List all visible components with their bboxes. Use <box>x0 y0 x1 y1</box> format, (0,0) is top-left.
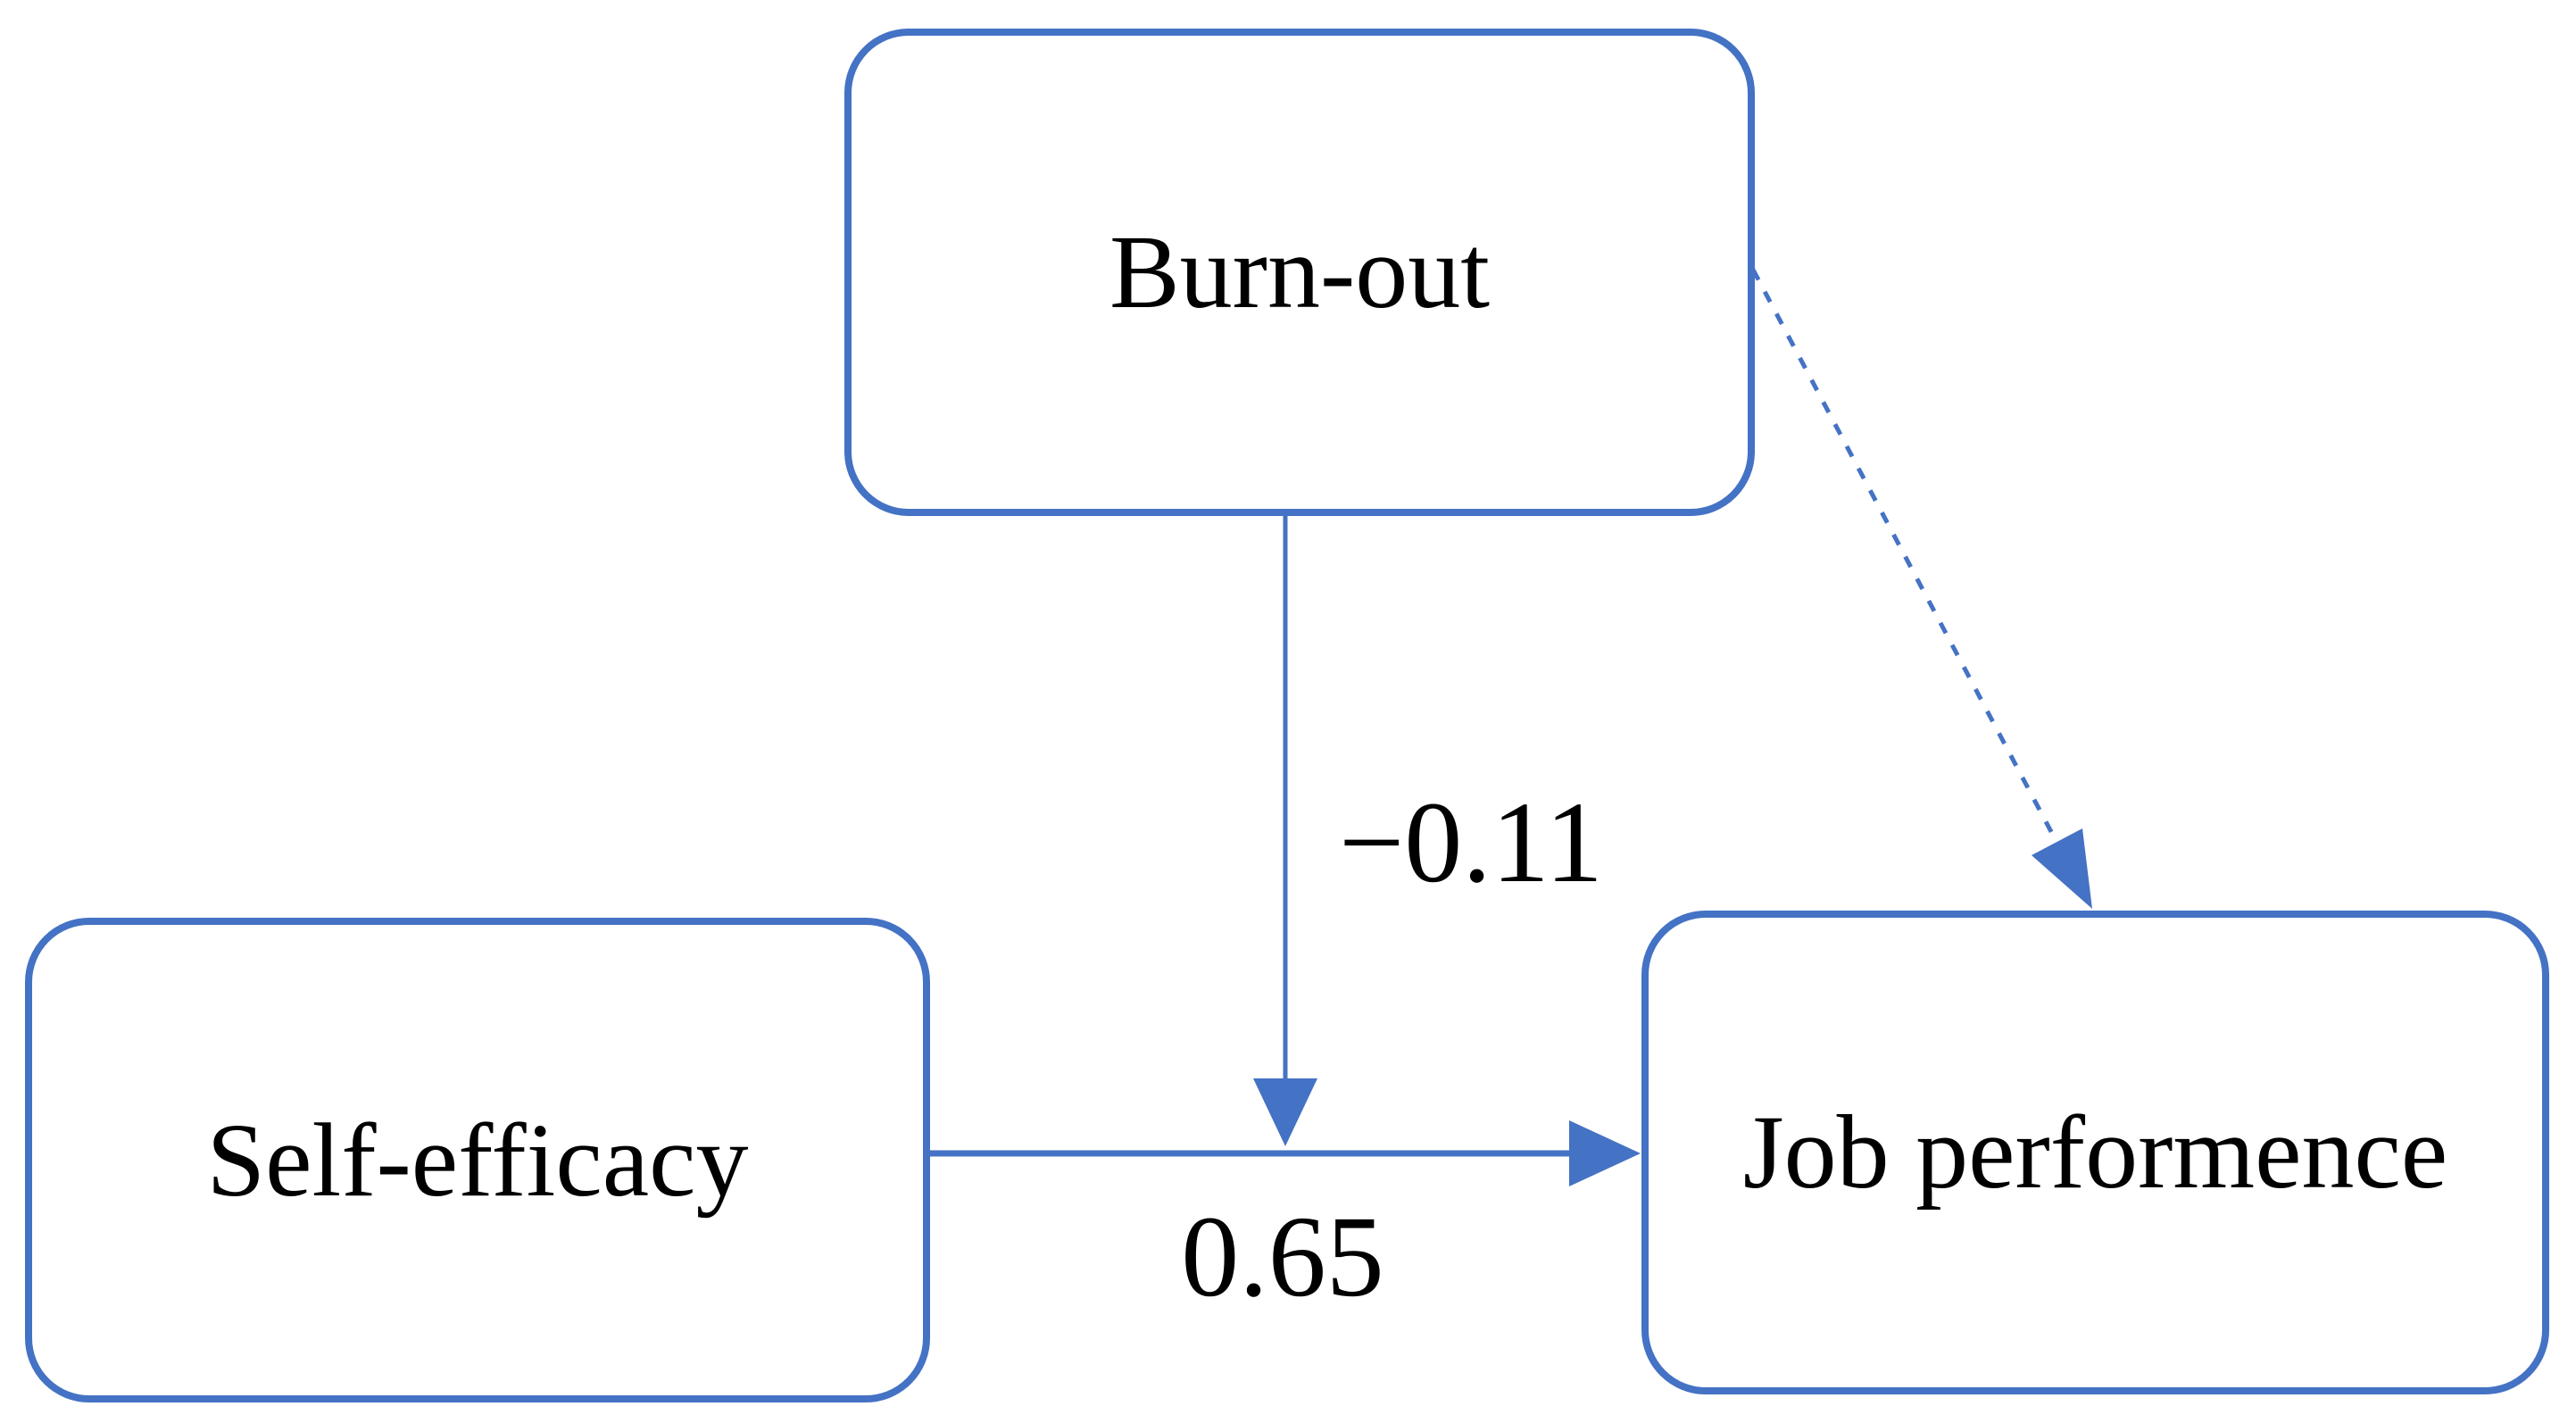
coefficient-self-to-job: 0.65 <box>1181 1193 1384 1321</box>
node-job-performance: Job performence <box>1641 911 2549 1394</box>
node-burnout: Burn-out <box>844 29 1755 516</box>
edge-burnout-to-job-arrowhead <box>2032 828 2092 909</box>
node-self-efficacy-label: Self-efficacy <box>206 1101 749 1219</box>
edge-burnout-moderation-arrowhead <box>1253 1078 1317 1146</box>
node-job-performance-label: Job performence <box>1742 1094 2448 1211</box>
edge-self-to-job-arrowhead <box>1569 1120 1641 1186</box>
node-self-efficacy: Self-efficacy <box>25 918 930 1402</box>
edge-burnout-to-job-line <box>1750 268 2066 857</box>
coefficient-burnout-moderation: −0.11 <box>1339 778 1603 907</box>
node-burnout-label: Burn-out <box>1109 213 1491 330</box>
